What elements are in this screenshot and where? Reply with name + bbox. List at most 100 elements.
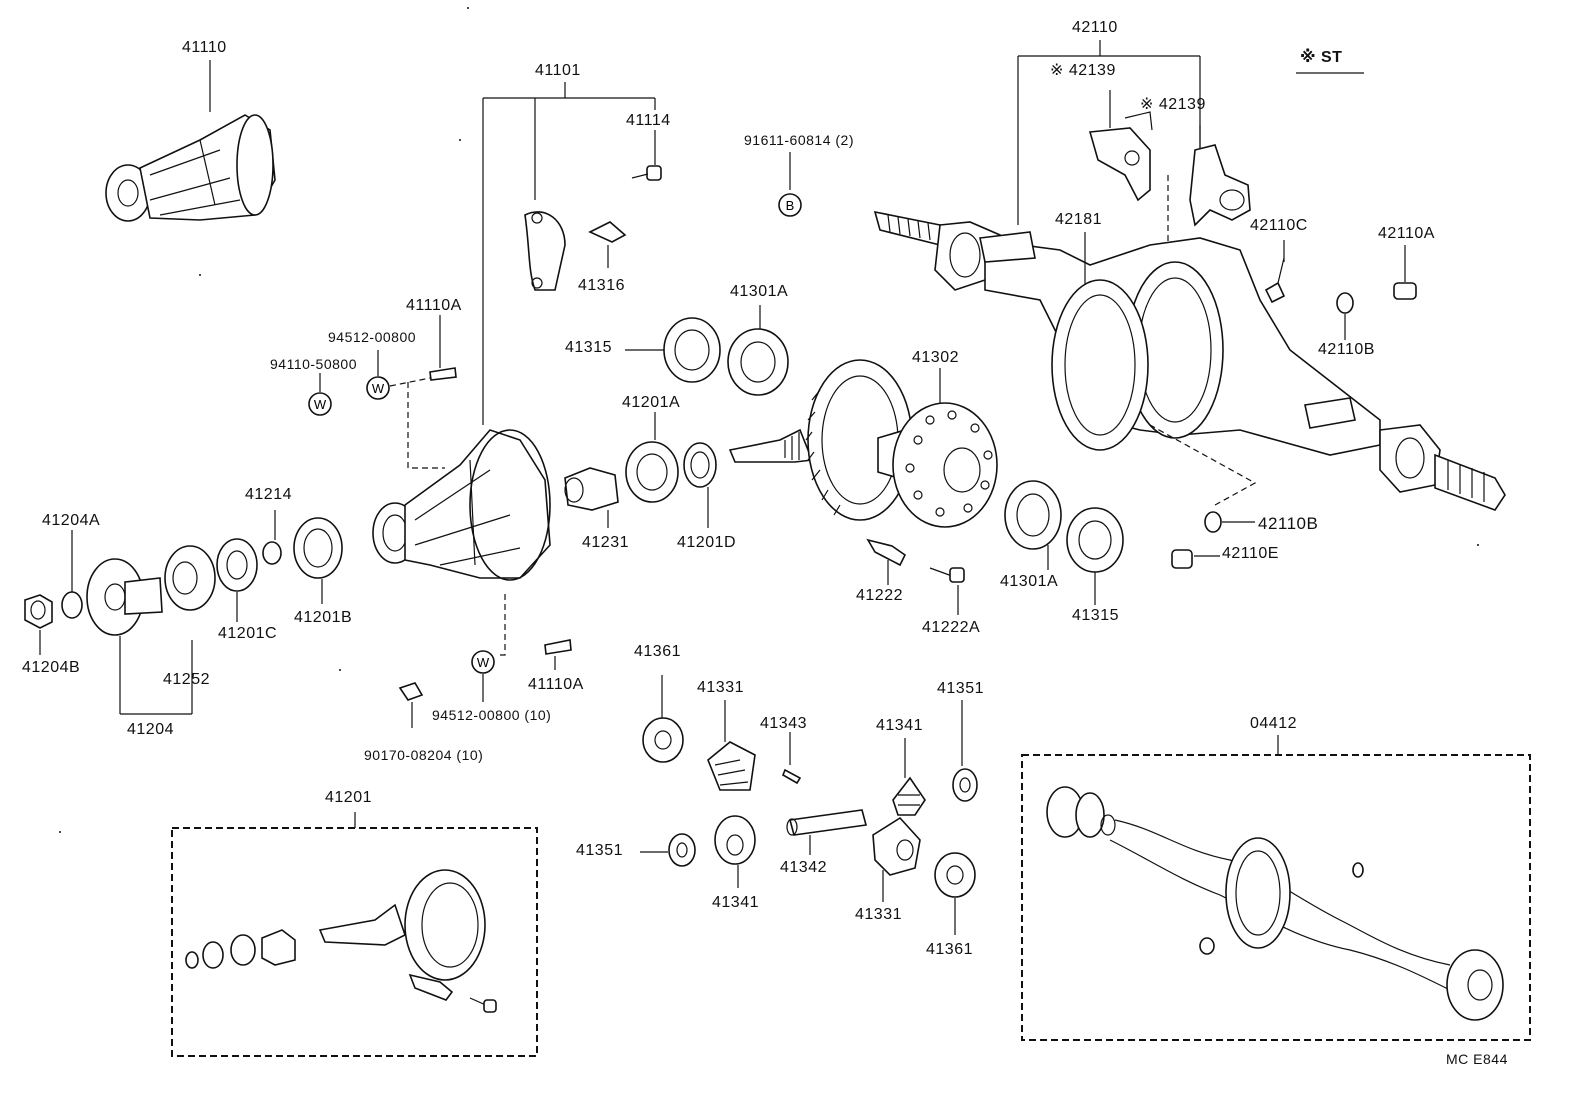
label-41316: 41316 (578, 277, 625, 294)
breather-42110C (1264, 240, 1286, 304)
washer-41361-bottom (934, 852, 976, 935)
label-42181: 42181 (1055, 211, 1102, 228)
seal-41201D (683, 442, 717, 528)
label-94512-bottom: 94512-00800 (10) (432, 707, 552, 723)
gasket-42181 (1051, 232, 1149, 451)
label-41341-bottom: 41341 (712, 894, 759, 911)
svg-text:W: W (314, 397, 327, 412)
bracket-42139-left (1088, 90, 1153, 202)
svg-text:W: W (477, 655, 490, 670)
stray-dots (59, 7, 1479, 833)
washer-41204A (61, 530, 83, 619)
label-41315-top: 41315 (565, 339, 612, 356)
nut-41204B (24, 594, 53, 655)
label-41222: 41222 (856, 587, 903, 604)
label-41214: 41214 (245, 486, 292, 503)
bearing-41201A (625, 412, 679, 503)
carrier-assembly-41110 (105, 60, 276, 222)
bracket-42139-right (1167, 125, 1251, 248)
label-41361-top: 41361 (634, 643, 681, 660)
pin-41343 (781, 732, 802, 785)
label-41201A: 41201A (622, 394, 681, 411)
label-41201C: 41201C (218, 625, 278, 642)
symbol-w-2: W (366, 350, 390, 400)
carrier-housing (372, 429, 551, 581)
label-42139-a: ※ 42139 (1050, 62, 1116, 79)
label-41301A-top: 41301A (730, 283, 789, 300)
symbol-w-1: W (308, 373, 332, 416)
label-41343: 41343 (760, 715, 807, 732)
label-41222A: 41222A (922, 619, 981, 636)
label-41204A: 41204A (42, 512, 101, 529)
label-42110: 42110 (1072, 19, 1118, 36)
dash-w-top (407, 382, 445, 469)
washer-41214 (262, 510, 282, 565)
washer-41361-top (642, 675, 684, 763)
plug-42110A (1393, 245, 1417, 300)
label-st: ※ ST (1300, 49, 1343, 66)
label-42110E: 42110E (1222, 545, 1279, 562)
label-41204: 41204 (127, 721, 174, 738)
label-41201D: 41201D (677, 534, 737, 551)
ring-gear (805, 359, 913, 521)
dash-w-bottom (500, 590, 506, 656)
nut-90170 (398, 682, 424, 728)
label-41204B: 41204B (22, 659, 81, 676)
label-41110A-top: 41110A (406, 297, 462, 314)
label-90170: 90170-08204 (10) (364, 747, 484, 763)
bearing-41301A-bottom (1004, 480, 1062, 570)
washer-41351-left (640, 833, 696, 867)
seal-41201B (293, 517, 343, 604)
plug-42110E (1171, 549, 1220, 569)
bolt-41222A (929, 567, 965, 615)
label-41341-right: 41341 (876, 717, 923, 734)
label-91611: 91611-60814 (2) (744, 132, 854, 148)
drive-pinion (728, 428, 814, 463)
bolt-41114 (631, 130, 662, 181)
stud-41110A-top (389, 315, 457, 387)
leader-41101 (482, 82, 656, 425)
label-94110: 94110-50800 (270, 356, 357, 372)
deflector-41252 (164, 545, 216, 611)
label-41342: 41342 (780, 859, 827, 876)
washer-42110B-top (1336, 292, 1354, 340)
label-41252: 41252 (163, 671, 210, 688)
bearing-41315-top (625, 317, 721, 383)
pinion-gear-41331-top (707, 700, 756, 791)
label-41361-bottom: 41361 (926, 941, 973, 958)
kit-box-04412 (1021, 735, 1531, 1041)
dash-42110B (1149, 424, 1257, 506)
differential-case-41302 (877, 368, 998, 528)
label-42110B-mid: 42110B (1258, 514, 1319, 533)
svg-text:B: B (786, 198, 795, 213)
side-gear-41341-bottom (714, 815, 756, 888)
label-41301A-bottom: 41301A (1000, 573, 1059, 590)
pinion-gear-41331-bottom (872, 816, 921, 902)
bearing-41301A-top (727, 305, 789, 396)
bearing-cap (524, 211, 566, 291)
label-41331-bottom: 41331 (855, 906, 902, 923)
symbol-w-3: W (471, 650, 495, 702)
label-41110: 41110 (182, 39, 227, 56)
label-04412: 04412 (1250, 715, 1297, 732)
label-41302: 41302 (912, 349, 959, 366)
label-94512-top: 94512-00800 (328, 329, 417, 345)
flange-41204 (86, 558, 193, 715)
label-41201: 41201 (325, 789, 372, 806)
washer-42110B-mid (1204, 511, 1255, 533)
label-41331-top: 41331 (697, 679, 744, 696)
lock-41222 (866, 538, 907, 585)
label-41231: 41231 (582, 534, 629, 551)
side-gear-41341-right (892, 738, 926, 816)
washer-41351-right (952, 700, 978, 802)
label-42110A: 42110A (1378, 225, 1435, 242)
shaft-41342 (786, 809, 868, 855)
label-41351-right: 41351 (937, 680, 984, 697)
diagram-code: MC E844 (1446, 1051, 1508, 1067)
label-41201B: 41201B (294, 609, 353, 626)
label-41351-left: 41351 (576, 842, 623, 859)
label-41110A-bottom: 41110A (528, 676, 584, 693)
kit-box-41201 (171, 812, 538, 1057)
bearing-41201C (216, 538, 258, 622)
